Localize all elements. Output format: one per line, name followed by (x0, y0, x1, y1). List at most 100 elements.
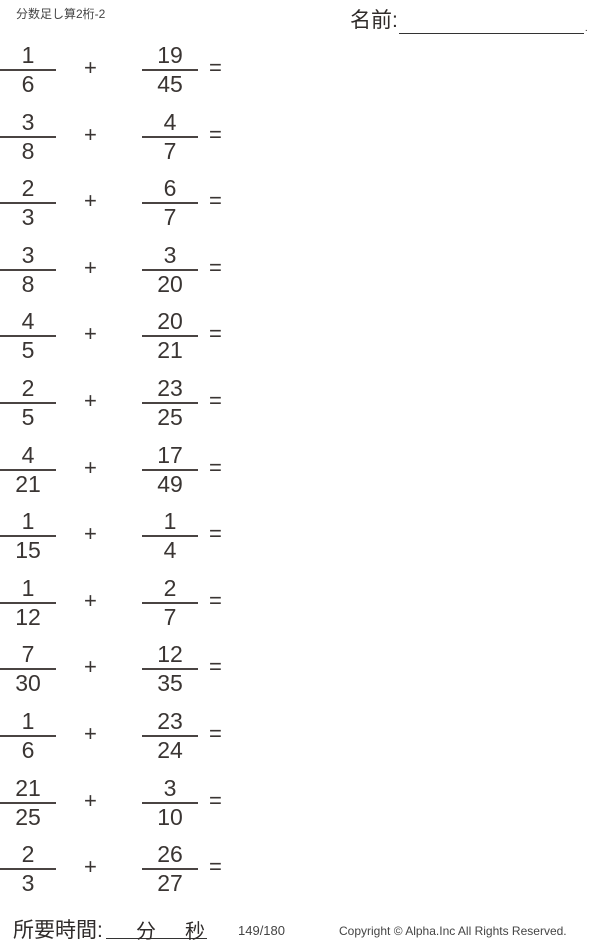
copyright: Copyright © Alpha.Inc All Rights Reserve… (339, 924, 567, 938)
numerator: 19 (157, 42, 183, 68)
numerator: 3 (163, 241, 177, 268)
plus-sign: + (84, 388, 97, 413)
numerator: 2 (163, 574, 177, 601)
denominator: 10 (157, 803, 183, 830)
plus-sign: + (84, 55, 97, 80)
equals-sign: = (209, 254, 222, 280)
fraction-bar (142, 135, 198, 138)
fraction-bar (142, 668, 198, 671)
fraction-bar (0, 801, 56, 804)
denominator: 6 (21, 71, 35, 97)
denominator: 35 (157, 670, 183, 697)
denominator: 25 (157, 404, 183, 430)
worksheet-title: 分数足し算2桁-2 (16, 7, 106, 21)
equals-sign: = (209, 454, 222, 480)
numerator: 21 (15, 774, 41, 801)
numerator: 7 (21, 641, 35, 668)
numerator: 2 (21, 375, 35, 401)
numerator: 3 (21, 108, 35, 135)
plus-sign: + (84, 121, 97, 147)
denominator: 5 (21, 337, 35, 364)
denominator: 5 (21, 404, 35, 430)
fraction-bar (142, 202, 198, 205)
equals-sign: = (209, 654, 222, 680)
numerator: 6 (163, 175, 177, 202)
numerator: 4 (21, 308, 35, 335)
denominator: 7 (163, 603, 177, 630)
numerator: 4 (163, 108, 177, 135)
denominator: 25 (15, 803, 41, 830)
numerator: 3 (163, 774, 177, 801)
equals-sign: = (209, 587, 222, 613)
fraction-bar (0, 268, 56, 271)
footer: 所要時間: 分 秒 149/180 Copyright © Alpha.Inc … (0, 913, 600, 943)
denominator: 15 (15, 537, 41, 564)
fraction-bar (0, 668, 56, 671)
fraction-bar (142, 402, 198, 404)
name-dot: . (584, 23, 588, 34)
numerator: 23 (157, 708, 183, 734)
fraction-bar (142, 735, 198, 737)
plus-sign: + (84, 254, 97, 280)
plus-sign: + (84, 521, 97, 547)
denominator: 3 (21, 870, 35, 897)
fraction-bar (142, 69, 198, 71)
name-blank-line[interactable] (398, 11, 584, 34)
fraction-bar (0, 135, 56, 138)
time-blank-line[interactable] (106, 938, 207, 939)
fraction-bar (0, 202, 56, 205)
fraction-bar (0, 535, 56, 538)
denominator: 7 (163, 204, 177, 231)
numerator: 3 (21, 241, 35, 268)
equals-sign: = (209, 188, 222, 214)
plus-sign: + (84, 587, 97, 613)
numerator: 1 (163, 508, 177, 535)
fraction-bar (0, 868, 56, 871)
denominator: 24 (157, 737, 183, 763)
fraction-bar (0, 402, 56, 404)
numerator: 1 (21, 574, 35, 601)
equals-sign: = (209, 721, 222, 746)
equals-sign: = (209, 121, 222, 147)
denominator: 3 (21, 204, 35, 231)
numerator: 26 (157, 841, 183, 868)
minutes-label: 分 (136, 921, 156, 943)
numerator: 2 (21, 841, 35, 868)
plus-sign: + (84, 787, 97, 813)
equals-sign: = (209, 854, 222, 880)
numerator: 20 (157, 308, 183, 335)
equals-sign: = (209, 521, 222, 547)
numerator: 12 (157, 641, 183, 668)
time-required-label: 所要時間: (13, 919, 103, 942)
numerator: 1 (21, 42, 35, 68)
denominator: 45 (157, 71, 183, 97)
